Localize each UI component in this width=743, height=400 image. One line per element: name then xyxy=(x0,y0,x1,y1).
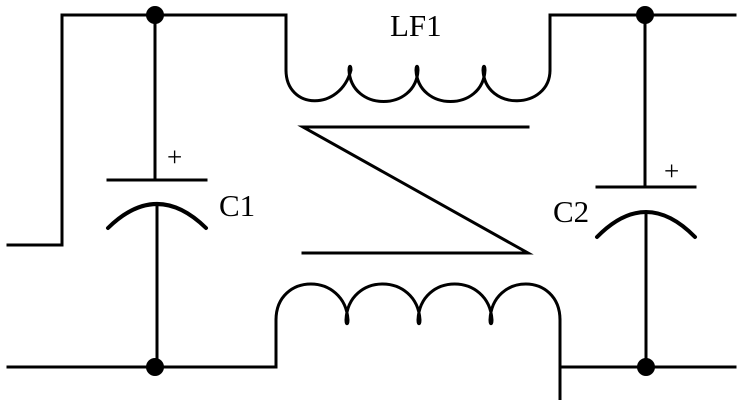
junction-dot-top-right xyxy=(636,6,654,24)
capacitor-right-label: C2 xyxy=(553,194,589,229)
left-top-input-wire xyxy=(6,13,157,247)
lf1-top-right-lead xyxy=(548,13,647,72)
c2-polarity-label: + xyxy=(664,156,679,186)
junction-dot-bottom-right xyxy=(637,358,655,376)
lf1-top-winding xyxy=(284,64,552,103)
junction-dot-bottom-left xyxy=(146,358,164,376)
lf1-bottom-left-lead xyxy=(153,318,278,369)
inductor-label: LF1 xyxy=(390,8,442,43)
capacitor-left-label: C1 xyxy=(219,188,255,223)
lf1-magnetic-core xyxy=(297,125,534,255)
c1-polarity-label: + xyxy=(167,142,182,172)
lf1-top-left-lead xyxy=(153,13,288,72)
junction-dot-top-left xyxy=(146,6,164,24)
lf1-bottom-winding xyxy=(274,282,562,326)
